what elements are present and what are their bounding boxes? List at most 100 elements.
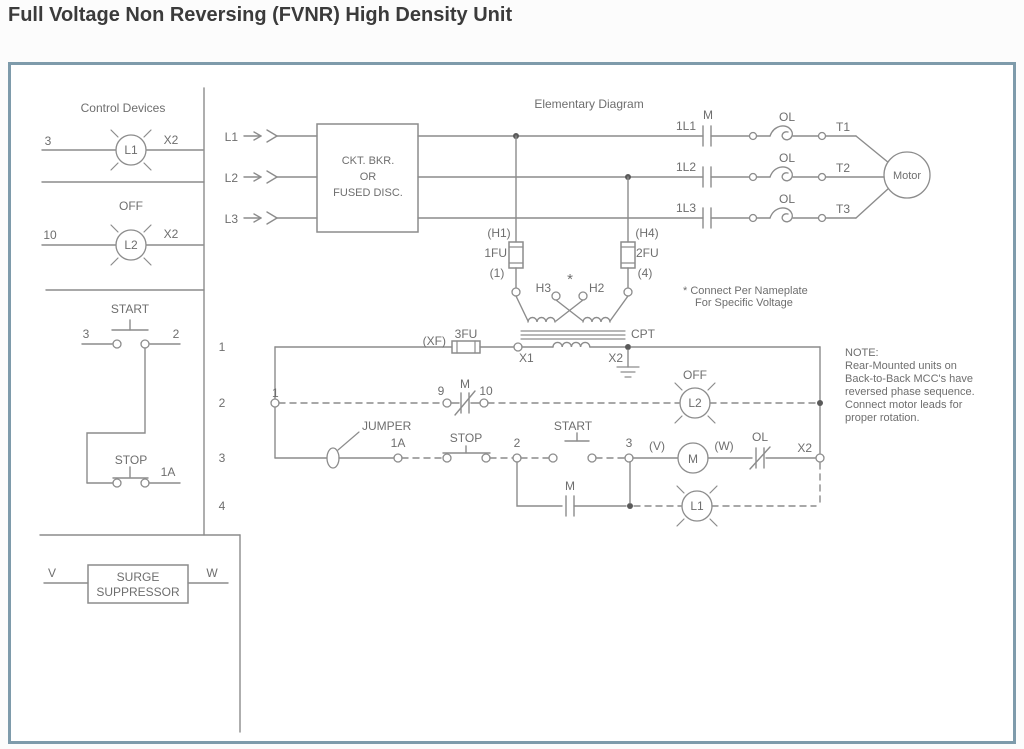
overload-heater [769, 125, 793, 141]
pilot-light-run: 3 L1 X2 [41, 129, 204, 171]
cpt-fuse-2: (H4) 2FU (4) [620, 176, 659, 297]
secondary-terminal: X2 [608, 351, 623, 365]
overload-label: OL [752, 430, 768, 444]
breaker-box: CKT. BKR. OR FUSED DISC. [316, 123, 419, 233]
surge-suppressor: SURGE SUPPRESSOR V W [43, 564, 229, 604]
source-label: L1 [225, 130, 239, 144]
voltage-note-line: For Specific Voltage [695, 297, 793, 309]
wire-number: 3 [626, 436, 633, 450]
page-title: Full Voltage Non Reversing (FVNR) High D… [8, 4, 513, 26]
fuse-label: 3FU [455, 327, 478, 341]
wire-number: 1A [391, 436, 406, 450]
primary-coil [582, 316, 611, 323]
button-caption: STOP [115, 453, 147, 467]
terminal-label: T1 [836, 120, 850, 134]
surge-label: SUPPRESSOR [96, 585, 180, 599]
coil-terminal: (W) [714, 439, 733, 453]
contactor-label: M [460, 377, 470, 391]
wire-number: 2 [173, 327, 180, 341]
lamp-circle [115, 134, 147, 166]
overload-label: OL [779, 192, 795, 206]
note-line: reversed phase sequence. [845, 386, 975, 398]
contactor-label: M [703, 108, 713, 122]
fuse-terminal-label: (H1) [487, 226, 510, 240]
note-block: NOTE: Rear-Mounted units on Back-to-Back… [845, 347, 975, 424]
transformer-label: CPT [631, 327, 656, 341]
load-label: 1L3 [676, 201, 696, 215]
rung-3: JUMPER 1A STOP 2 START [274, 419, 825, 474]
lamp-rays [676, 485, 718, 527]
start-stop-wire [86, 347, 146, 484]
tap-label: H3 [536, 281, 552, 295]
rung-4: M L1 [516, 461, 821, 527]
elementary-heading: Elementary Diagram [534, 97, 643, 111]
note-heading: NOTE: [845, 347, 879, 359]
incoming-l2: L2 [225, 170, 318, 185]
ground-icon [616, 366, 640, 378]
asterisk-mark: * [567, 271, 573, 288]
fuse-terminal-label: (1) [490, 266, 505, 280]
note-line: Rear-Mounted units on [845, 360, 957, 372]
overload-label: OL [779, 151, 795, 165]
motor: Motor [883, 151, 931, 199]
wire-number: 9 [438, 384, 445, 398]
jumper-leader [337, 431, 360, 451]
rung-number: 3 [219, 451, 226, 465]
lamp-circle [115, 229, 147, 261]
fuse-terminal-label: (H4) [635, 226, 658, 240]
coil-terminal: (V) [649, 439, 665, 453]
jumper-oval [326, 447, 340, 469]
wire-number: W [206, 566, 218, 580]
power-line-2: 1L2 OL T2 [417, 151, 885, 188]
surge-label: SURGE [117, 570, 160, 584]
wire-number: 1A [161, 465, 176, 479]
primary-coil [527, 316, 556, 323]
control-devices-section: Control Devices 3 L1 X2 [39, 87, 241, 733]
junction-dot [625, 344, 631, 350]
note-line: proper rotation. [845, 412, 920, 424]
junction-dot [627, 503, 633, 509]
breaker-text: FUSED DISC. [333, 187, 403, 199]
stop-pushbutton: STOP 1A [86, 453, 181, 488]
contactor-label: M [565, 479, 575, 493]
overload-heater [769, 166, 793, 182]
rung-2: 1 9 M 10 OFF [270, 368, 823, 424]
wire-number: 1 [272, 386, 279, 400]
coil-label: M [688, 452, 698, 466]
wire-number: 3 [83, 327, 90, 341]
overload-heater [769, 207, 793, 223]
power-line-1: 1L1 M OL T1 [417, 108, 890, 164]
overload-label: OL [779, 110, 795, 124]
terminal-label: T2 [836, 161, 850, 175]
wire-number: X2 [164, 227, 179, 241]
motor-label: Motor [893, 170, 921, 182]
control-ladder: 1 2 3 4 (XF) 3FU X1 [219, 327, 825, 527]
control-devices-heading: Control Devices [81, 101, 166, 115]
source-label: L2 [225, 171, 239, 185]
pilot-light-off: OFF 10 L2 X2 [41, 199, 204, 266]
wire-number: V [48, 566, 56, 580]
source-label: L3 [225, 212, 239, 226]
incoming-l3: L3 [225, 211, 318, 226]
lamp-rays [110, 129, 152, 171]
schematic-svg: Control Devices 3 L1 X2 [39, 87, 975, 733]
diagram-frame: Control Devices 3 L1 X2 [8, 62, 1016, 744]
lamp-caption: OFF [683, 368, 707, 382]
wire-number: 10 [43, 228, 57, 242]
lamp-label: L2 [688, 396, 702, 410]
lamp-rays [674, 382, 716, 424]
jumper-label: JUMPER [362, 419, 412, 433]
lamp-label: L1 [690, 499, 704, 513]
rung-number: 1 [219, 340, 226, 354]
rung-number: 2 [219, 396, 226, 410]
rung-number: 4 [219, 499, 226, 513]
secondary-coil [552, 341, 591, 348]
power-line-3: 1L3 OL T3 [417, 187, 890, 229]
voltage-note: * Connect Per Nameplate For Specific Vol… [683, 285, 808, 309]
wire-number: 3 [45, 134, 52, 148]
voltage-note-line: * Connect Per Nameplate [683, 285, 808, 297]
load-label: 1L1 [676, 119, 696, 133]
incoming-lines: L1 L2 L3 [225, 129, 318, 226]
load-label: 1L2 [676, 160, 696, 174]
